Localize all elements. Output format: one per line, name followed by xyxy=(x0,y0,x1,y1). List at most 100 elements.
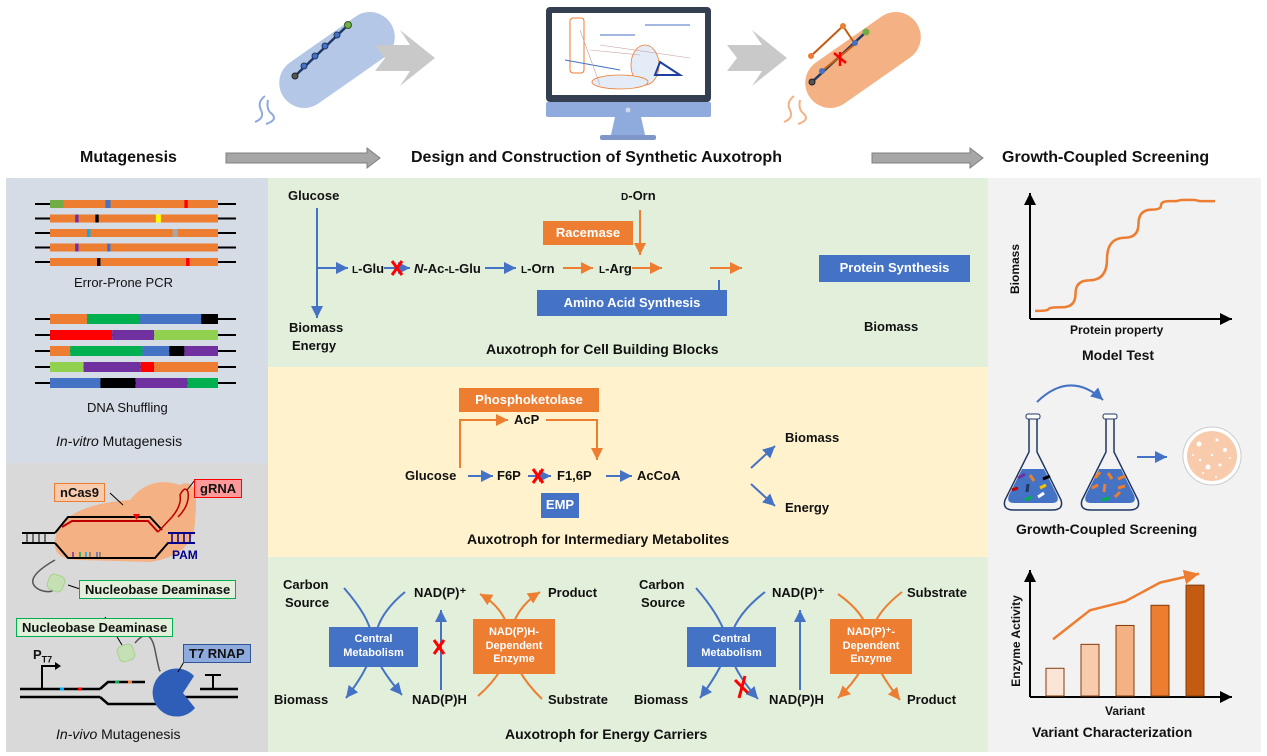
im-acp: AcP xyxy=(514,412,540,427)
protein-synthesis-box: Protein Synthesis xyxy=(819,255,970,282)
wild-type-bacterium-icon xyxy=(254,12,395,125)
header-mutagenesis: Mutagenesis xyxy=(80,149,177,166)
racemase-box: Racemase xyxy=(543,221,633,245)
ec-left-nadp-plus: NAD(P)⁺ xyxy=(414,585,467,600)
ncas9-label: nCas9 xyxy=(54,483,106,502)
variant-caption: Variant Characterization xyxy=(1032,724,1193,740)
promoter-sub: T7 xyxy=(41,654,53,665)
ec-caption: Auxotroph for Energy Carriers xyxy=(505,726,708,742)
process-arrow-icon xyxy=(727,30,787,86)
phosphoketolase-box: Phosphoketolase xyxy=(459,388,599,412)
deaminase-icon xyxy=(116,643,136,663)
header-arrow-icon xyxy=(225,146,381,170)
variant-trend-line xyxy=(1052,569,1200,641)
l-prefix: L xyxy=(599,265,606,276)
bb-l-glu: L-Glu xyxy=(352,261,384,276)
blocked-reaction-icon xyxy=(733,675,750,699)
bb-biomass-energy-1: Biomass xyxy=(289,320,344,335)
im-glucose: Glucose xyxy=(405,468,457,483)
ncas9-protein-icon xyxy=(54,482,196,562)
enzyme-line-3: Enzyme xyxy=(850,653,892,666)
mutation-mark xyxy=(107,243,111,252)
emp-box: EMP xyxy=(541,493,579,518)
ec-left-carbon-2: Source xyxy=(285,595,330,610)
process-arrow-icon xyxy=(375,30,435,86)
top-illustration xyxy=(254,7,921,140)
l-prefix: L xyxy=(352,265,359,276)
im-caption: Auxotroph for Intermediary Metabolites xyxy=(467,531,730,547)
variant-ylabel: Enzyme Activity xyxy=(1008,595,1023,687)
shuffled-segment xyxy=(187,378,218,388)
variant-xlabel: Variant xyxy=(1105,704,1146,718)
in-vivo-rest: Mutagenesis xyxy=(97,726,181,742)
pam-label: PAM xyxy=(172,548,198,562)
bb-l-arg: L-Arg xyxy=(599,261,632,276)
l-prefix: L xyxy=(521,265,528,276)
mutation-mark xyxy=(86,229,91,237)
shuffled-segment xyxy=(50,362,84,372)
shuffled-segment xyxy=(70,346,143,356)
enzyme-line-2: Dependent xyxy=(842,639,900,652)
header-arrow-icon xyxy=(871,146,984,170)
central-line-1: Central xyxy=(354,633,393,646)
shuffled-segment xyxy=(169,346,185,356)
shuffled-segment xyxy=(142,346,170,356)
l-glu-text: -Glu xyxy=(358,261,385,276)
transfer-arrow-icon xyxy=(1036,384,1104,403)
l-orn-text: -Orn xyxy=(527,261,555,276)
l-prefix: L xyxy=(448,265,455,276)
model-curve xyxy=(1034,198,1215,313)
t7-rnap-label: T7 RNAP xyxy=(183,644,251,663)
l-arg-text: -Arg xyxy=(605,261,632,276)
shuffled-segment xyxy=(50,330,113,340)
mutation-mark xyxy=(172,229,178,237)
t7-rnap-icon xyxy=(152,668,195,717)
ec-right-carbon-1: Carbon xyxy=(639,577,685,592)
in-vitro-italic: In-vitro xyxy=(56,433,99,449)
in-vitro-rest: Mutagenesis xyxy=(98,433,183,449)
ec-left-product: Product xyxy=(548,585,598,600)
gene-segment xyxy=(50,200,218,208)
n-italic: N xyxy=(414,261,424,276)
mutation-mark xyxy=(105,200,111,208)
mutation-mark xyxy=(75,214,79,223)
bb-l-orn: L-Orn xyxy=(521,261,555,276)
dna-shuffling-label: DNA Shuffling xyxy=(87,400,168,415)
computer-model-icon xyxy=(546,7,711,140)
blocked-reaction-icon xyxy=(390,260,404,276)
d-prefix: D xyxy=(621,192,629,203)
ec-right-nadp-plus: NAD(P)⁺ xyxy=(772,585,825,600)
header-arrows xyxy=(225,146,984,170)
bb-n-ac-l-glu: N-Ac-L-Glu xyxy=(414,261,481,276)
gene-segment xyxy=(50,243,218,252)
variant-bar xyxy=(1150,604,1170,697)
shuffled-segment xyxy=(139,314,202,324)
in-vivo-italic: In-vivo xyxy=(56,726,98,742)
central-line-2: Metabolism xyxy=(343,647,404,659)
model-caption: Model Test xyxy=(1082,347,1155,363)
shuffled-segment xyxy=(140,362,155,372)
variant-bar xyxy=(1185,584,1205,697)
blocked-reaction-icon xyxy=(531,468,545,484)
promoter-label: PT7 xyxy=(33,647,52,665)
bb-glucose: Glucose xyxy=(288,188,340,203)
n-ac-end: -Glu xyxy=(454,261,481,276)
im-accoa: AcCoA xyxy=(637,468,681,483)
mutation-mark xyxy=(95,214,99,223)
intermediary-panel xyxy=(268,367,988,557)
central-line-1: Central xyxy=(712,633,751,646)
shuffled-segment xyxy=(154,330,218,340)
blocked-reaction-icon xyxy=(432,639,446,655)
bb-d-orn: D-Orn xyxy=(621,188,656,203)
im-f16p: F1,6P xyxy=(557,468,592,483)
ec-right-product: Product xyxy=(907,692,957,707)
enzyme-line-3: Enzyme xyxy=(493,653,535,666)
